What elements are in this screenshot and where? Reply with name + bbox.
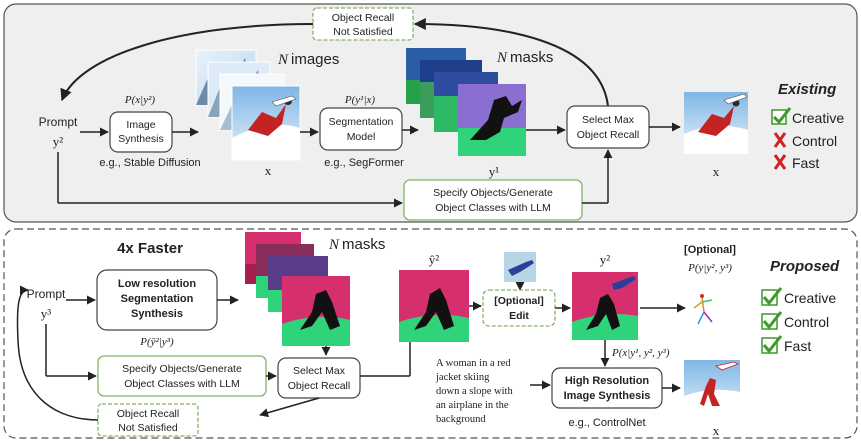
segmentation-model-box [319,107,403,151]
proposed-check-creative-label: Creative [784,290,836,306]
existing-title: Existing [778,81,836,98]
proposed-check-creative: Creative [761,287,836,306]
p-seg-label: P(y¹|x) [344,94,375,106]
specify-bottom-line1: Specify Objects/Generate [122,363,242,375]
pose-skeleton-icon [693,294,713,325]
checkmark-icon [762,335,783,354]
caption-line3: down a slope with [436,386,513,397]
masks-stack-top [406,48,526,156]
four-x-faster: 4x Faster [117,240,183,257]
caption-line4: an airplane in the [436,400,509,411]
arrow-recall-to-prompt-bottom [16,285,99,421]
recall-not-satisfied-top-box [312,7,414,41]
n-images-label: images [291,51,339,68]
high-res-line1: High Resolution [565,375,650,387]
airplane-thumbnail [504,252,536,282]
prompt-label-bottom: Prompt [27,287,66,301]
n-images-letter: N [277,52,289,68]
high-res-line2: Image Synthesis [564,390,651,402]
x-label-output-bottom: x [713,423,720,438]
p-low-label: P(ŷ²|y³) [139,336,174,348]
select-max-box-bottom [277,357,361,399]
optional-label: [Optional] [684,244,736,256]
prompt-var-bottom: y³ [41,306,52,321]
proposed-check-control: Control [761,311,829,330]
existing-check-control-label: Control [792,133,837,149]
select-max-top-line2: Object Recall [577,129,639,141]
n-masks-letter-top: N [496,50,508,66]
recall-not-satisfied-bottom-box [97,403,199,437]
select-max-top-line1: Select Max [582,114,635,126]
recall-top-line1: Object Recall [332,12,394,24]
output-image-top [684,92,748,154]
n-masks-label-top: masks [510,49,553,66]
image-synthesis-box [109,111,173,153]
prompt-label-top: Prompt [39,115,78,129]
caption-line5: background [436,414,486,425]
checkmark-icon [762,311,783,330]
high-res-synthesis-box [551,367,663,409]
y-hat-label: ŷ² [429,252,440,267]
recall-bottom-line1: Object Recall [117,408,179,420]
edited-mask-y2 [572,272,638,340]
prompt-var-top: y² [53,134,64,149]
prompt-caption: A woman in a red jacket skiing down a sl… [435,358,513,425]
specify-top-line2: Object Classes with LLM [435,202,551,214]
selected-mask-yhat [399,270,469,342]
existing-check-fast: Fast [773,154,819,171]
existing-check-creative: Creative [771,107,844,126]
cross-icon [773,132,787,148]
eg-controlnet: e.g., ControlNet [568,417,645,429]
generated-images-stack [195,49,301,161]
masks-stack-bottom [245,232,350,346]
eg-stable-diffusion: e.g., Stable Diffusion [99,157,200,169]
existing-check-creative-label: Creative [792,110,844,126]
existing-check-fast-label: Fast [792,155,819,171]
n-masks-label-bottom: masks [342,236,385,253]
recall-bottom-line2: Not Satisfied [118,422,178,434]
proposed-check-fast-label: Fast [784,338,811,354]
specify-bottom-line2: Object Classes with LLM [124,378,240,390]
low-res-line2: Segmentation [121,293,194,305]
y1-label: y¹ [489,164,500,179]
output-image-bottom [684,360,740,418]
checkmark-icon [762,287,783,306]
arrow-select-to-recall-bottom [259,397,320,418]
specify-objects-box-bottom [97,355,267,397]
specify-objects-box-top [403,179,583,221]
p-pose-label: P(y|y², y³) [687,262,732,274]
edit-line1: [Optional] [494,295,544,307]
arrow-recall-to-prompt-top [60,23,314,102]
select-max-box-top [566,105,650,149]
proposed-title: Proposed [770,258,840,275]
arrow-select-to-recall-top [413,18,609,107]
seg-model-line1: Segmentation [329,116,394,128]
specify-top-line1: Specify Objects/Generate [433,187,553,199]
recall-top-line2: Not Satisfied [333,26,393,38]
p-high-label: P(x|y¹, y², y³) [611,347,670,359]
low-res-line1: Low resolution [118,278,197,290]
proposed-check-control-label: Control [784,314,829,330]
x-label-output-top: x [713,164,720,179]
n-masks-letter-bottom: N [328,237,340,253]
existing-check-control: Control [773,132,837,149]
eg-segformer: e.g., SegFormer [324,157,404,169]
select-max-bottom-line1: Select Max [293,365,346,377]
checkmark-icon [772,107,792,125]
x-label-images: x [265,163,272,178]
select-max-bottom-line2: Object Recall [288,380,350,392]
image-synth-line2: Synthesis [118,133,164,145]
p-image-label: P(x|y²) [124,94,155,106]
caption-line1: A woman in a red [436,358,511,369]
seg-model-line2: Model [347,131,376,143]
caption-line2: jacket skiing [435,372,490,383]
proposed-check-fast: Fast [761,335,811,354]
y2-label: y² [600,252,611,267]
edit-line2: Edit [509,310,529,322]
image-synth-line1: Image [126,119,155,131]
low-res-line3: Synthesis [131,308,183,320]
cross-icon [773,154,787,170]
